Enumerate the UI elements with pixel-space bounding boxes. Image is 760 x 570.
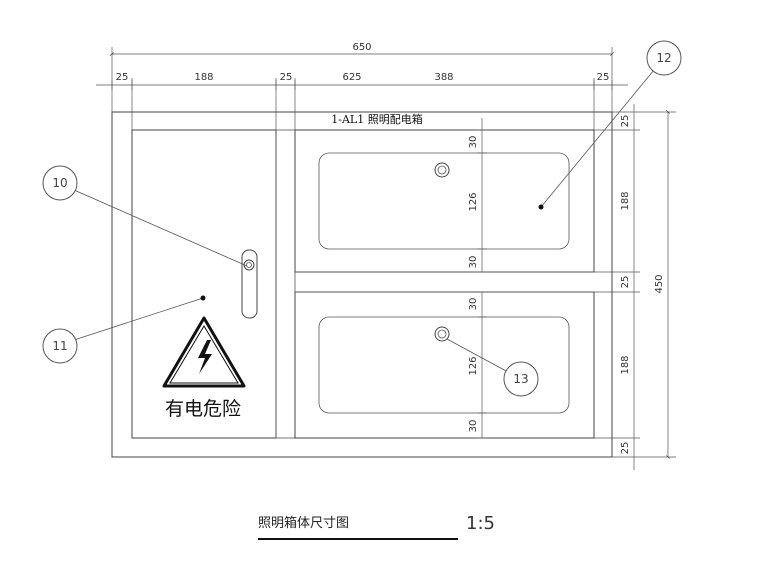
dim-seg-3: 25 bbox=[280, 72, 293, 83]
dim-right-5: 25 bbox=[620, 442, 631, 455]
top-window bbox=[318, 152, 570, 250]
callout-label-13: 13 bbox=[513, 372, 528, 386]
callout-13 bbox=[446, 338, 539, 397]
callout-11 bbox=[42, 295, 206, 364]
right-top-panel bbox=[294, 129, 595, 273]
dim-right-3: 25 bbox=[620, 276, 631, 289]
dim-seg-6: 25 bbox=[597, 72, 610, 83]
cabinet-body bbox=[111, 111, 613, 458]
dim-right-total: 450 bbox=[654, 274, 665, 293]
callout-10 bbox=[42, 165, 248, 267]
dim-bot-30a: 30 bbox=[468, 298, 479, 311]
top-dimensions bbox=[96, 47, 628, 130]
lock-icon bbox=[434, 326, 450, 342]
callout-label-11: 11 bbox=[52, 339, 67, 353]
dim-seg-4: 625 bbox=[342, 72, 361, 83]
dim-right-1: 25 bbox=[620, 115, 631, 128]
right-dimensions bbox=[594, 104, 676, 470]
box-title: 1-AL1 照明配电箱 bbox=[331, 112, 422, 126]
lock-icon bbox=[434, 162, 450, 178]
callout-12 bbox=[538, 40, 682, 210]
bottom-window bbox=[318, 316, 570, 414]
dim-top-30b: 30 bbox=[468, 256, 479, 269]
drawing-caption: 照明箱体尺寸图 bbox=[258, 515, 349, 531]
dim-seg-1: 25 bbox=[116, 72, 129, 83]
drawing-scale: 1:5 bbox=[466, 513, 495, 534]
right-bottom-panel bbox=[294, 291, 595, 439]
dim-top-30a: 30 bbox=[468, 136, 479, 149]
dim-seg-2: 188 bbox=[194, 72, 213, 83]
left-door bbox=[131, 129, 277, 439]
dim-right-2: 188 bbox=[620, 191, 631, 210]
warning-text: 有电危险 bbox=[165, 398, 241, 420]
high-voltage-icon bbox=[162, 316, 246, 388]
callout-label-12: 12 bbox=[656, 51, 671, 65]
dim-top-126: 126 bbox=[468, 192, 479, 211]
panel-dims-top bbox=[477, 118, 487, 273]
dim-bot-30b: 30 bbox=[468, 420, 479, 433]
dim-bot-126: 126 bbox=[468, 356, 479, 375]
dim-right-4: 188 bbox=[620, 355, 631, 374]
dim-seg-5: 388 bbox=[434, 72, 453, 83]
callout-label-10: 10 bbox=[52, 176, 67, 190]
panel-dims-bottom bbox=[477, 291, 487, 439]
dim-total-width: 650 bbox=[352, 42, 371, 53]
door-handle-icon bbox=[241, 249, 258, 319]
